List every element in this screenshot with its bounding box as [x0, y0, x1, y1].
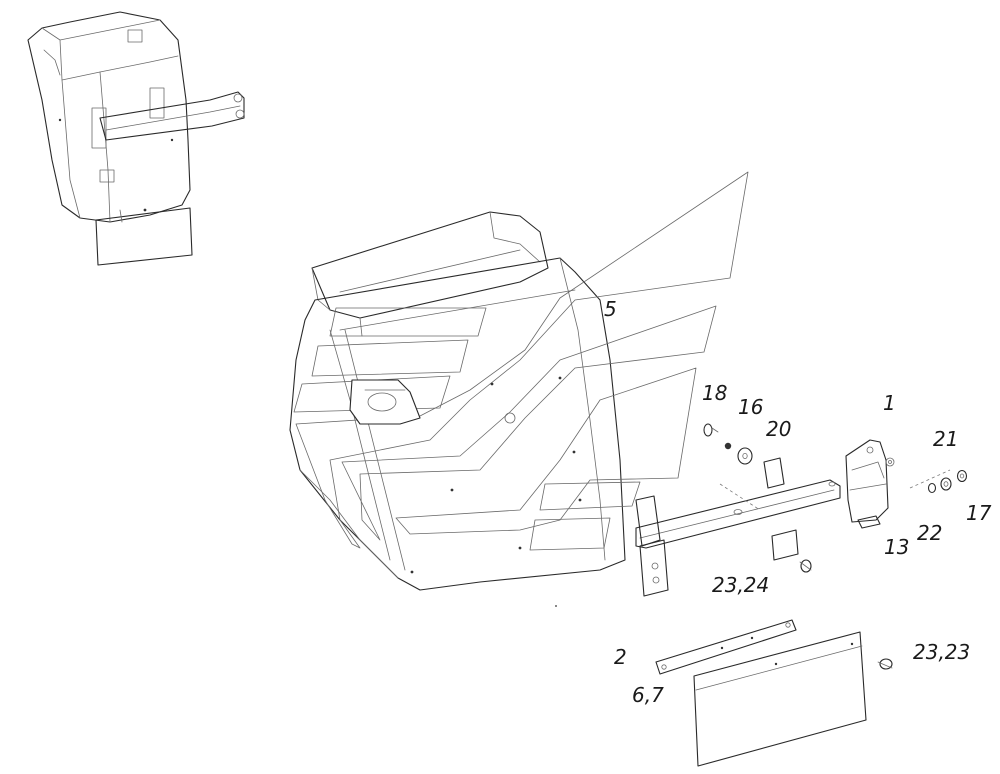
callout-16: 16	[738, 395, 763, 419]
callout-21: 21	[933, 427, 958, 451]
callout-labels: 5 18 16 20 1 21 17 22 13 23,24 2 6,7 23,…	[604, 297, 992, 707]
callout-18: 18	[702, 381, 727, 405]
callout-22: 22	[917, 521, 942, 545]
mudflap-6-7	[693, 631, 893, 767]
callout-5: 5	[604, 297, 617, 321]
mudguard-assembly-5	[289, 171, 749, 607]
callout-13: 13	[884, 535, 909, 559]
overview-assembly	[27, 11, 245, 266]
fasteners	[703, 423, 968, 573]
callout-23-23: 23,23	[913, 640, 970, 664]
callout-1: 1	[883, 391, 896, 415]
callout-2: 2	[614, 645, 627, 669]
bracket-assembly-1	[635, 439, 951, 597]
callout-6-7: 6,7	[632, 683, 664, 707]
callout-20: 20	[766, 417, 791, 441]
callout-17: 17	[966, 501, 992, 525]
callout-23-24: 23,24	[712, 573, 769, 597]
strip-2	[655, 619, 797, 675]
